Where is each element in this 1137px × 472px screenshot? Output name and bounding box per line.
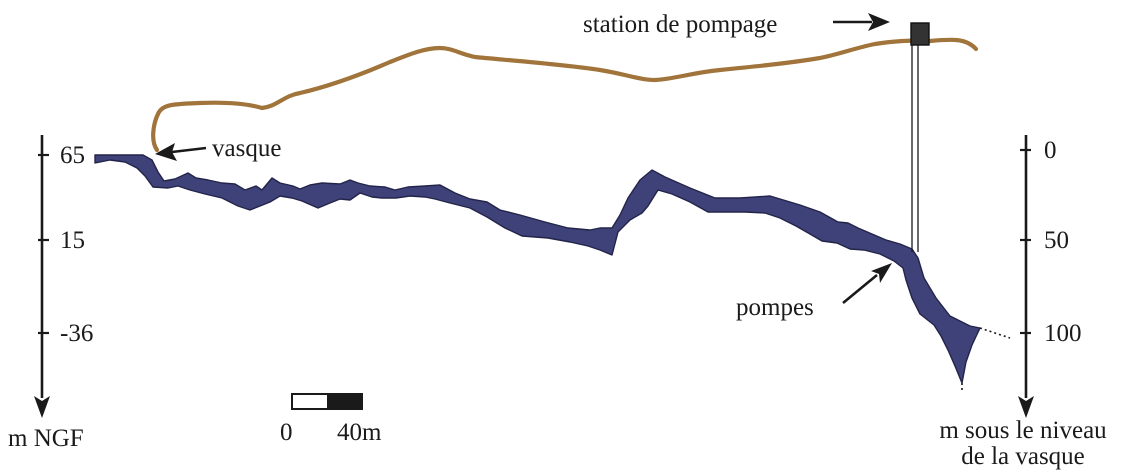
- station-label: station de pompage: [583, 11, 777, 38]
- left-tick-label-15: 15: [60, 227, 85, 254]
- cave-continuation-dotted: [979, 327, 1011, 339]
- scale-bar: 0 40m: [280, 393, 382, 446]
- left-tick-label-65: 65: [60, 142, 85, 169]
- left-tick-label-36: -36: [60, 320, 93, 347]
- scale-bar-white-segment: [291, 393, 329, 410]
- left-axis: 65 15 -36 m NGF: [8, 135, 93, 452]
- terrain-surface-line: [151, 37, 979, 153]
- vasque-label: vasque: [212, 135, 281, 162]
- scale-bar-black-segment: [327, 393, 363, 410]
- station-arrow: [833, 13, 890, 31]
- right-axis-unit-label-line1: m sous le niveau: [939, 417, 1107, 444]
- vasque-arrow: [155, 143, 207, 161]
- cave-passage: [94, 154, 981, 384]
- pompes-arrow: [842, 263, 892, 305]
- right-axis-unit-label-line2: de la vasque: [961, 443, 1085, 470]
- pumping-station-box: [910, 22, 930, 46]
- pompes-label: pompes: [736, 294, 814, 321]
- scale-bar-end-label: 40m: [337, 419, 382, 446]
- right-axis: 0 50 100 m sous le niveau de la vasque: [939, 135, 1107, 470]
- scale-bar-start-label: 0: [280, 419, 293, 446]
- left-axis-unit-label: m NGF: [8, 425, 84, 452]
- right-tick-label-0: 0: [1044, 137, 1057, 164]
- right-tick-label-50: 50: [1044, 227, 1069, 254]
- right-tick-label-100: 100: [1044, 320, 1082, 347]
